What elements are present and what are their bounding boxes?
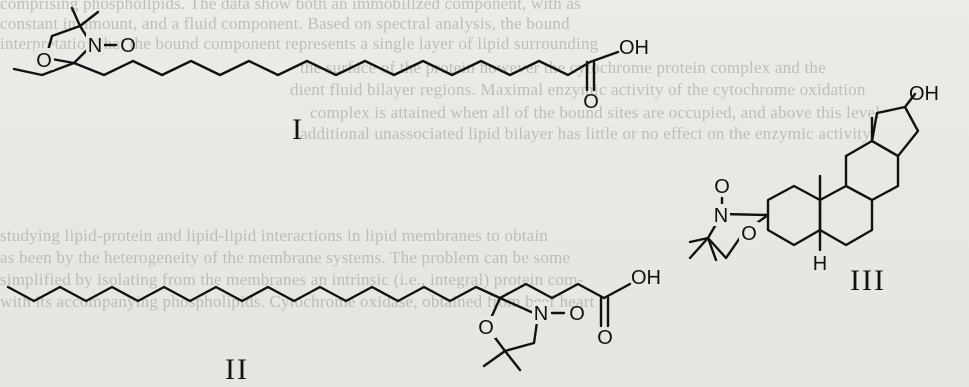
structure-i-atom-oh: OH <box>619 37 649 59</box>
ghost-line-6: complex is attained when all of the boun… <box>310 103 881 122</box>
structure-iii-atom-ring-o: O <box>741 223 757 245</box>
structure-i-gem-dimethyl <box>70 6 100 28</box>
structure-iii-ring-ch2 <box>706 236 718 262</box>
structure-iii-atom-oh: OH <box>909 83 939 105</box>
structure-iii-label: III <box>850 264 886 297</box>
structure-i: O N O O OH I <box>12 6 649 146</box>
structure-iii-atom-n-oxide-o: O <box>714 176 730 198</box>
structure-iii-gem-dimethyl <box>688 236 710 260</box>
structure-ii-right-chain <box>498 282 606 300</box>
structure-i-c-oh-bond <box>588 50 620 64</box>
ghost-line-2: constant in amount, and a fluid componen… <box>0 14 570 33</box>
structure-i-atom-n: N <box>88 35 102 57</box>
ghost-line-10: simplified by isolating from the membran… <box>0 270 584 289</box>
structure-ii-left-chain <box>6 285 502 303</box>
structure-ii-atom-n: N <box>534 303 548 325</box>
structure-ii-gem-dimethyl <box>482 349 522 372</box>
ghost-line-5: dient fluid bilayer regions. Maximal enz… <box>290 80 866 99</box>
structure-i-chain <box>72 59 592 77</box>
ghost-line-7: additional unassociated lipid bilayer ha… <box>300 124 875 143</box>
structure-iii-ring-c <box>844 139 900 202</box>
structure-ii-atom-ring-o: O <box>478 317 494 339</box>
structure-i-label: I <box>292 113 304 146</box>
ghost-line-9: as been by the heterogeneity of the memb… <box>0 248 571 267</box>
structure-iii-atom-n: N <box>714 205 728 227</box>
structure-i-atom-ring-o: O <box>36 50 52 72</box>
ghost-line-8: studying lipid-protein and lipid-lipid i… <box>0 226 549 245</box>
structure-i-ethyl <box>12 61 76 77</box>
ghost-line-1: comprising phospholipids. The data show … <box>0 0 581 13</box>
ghost-line-11: with its accompanying phospholipids. Cyt… <box>0 292 595 311</box>
structure-ii-atom-oh: OH <box>631 267 661 289</box>
structure-iii-ring-a <box>766 184 822 247</box>
structure-i-atom-n-oxide-o: O <box>120 35 136 57</box>
structure-ii-atom-carbonyl-o: O <box>597 327 613 349</box>
structure-iii-c-oh-bond <box>903 92 917 109</box>
structure-iii-ring-d <box>870 105 920 158</box>
structure-ii: O N O O OH II <box>6 267 661 386</box>
structure-ii-label: II <box>225 353 249 386</box>
ghost-line-4: the surface of the protein however the c… <box>300 58 826 77</box>
structure-ii-c-oh-bond <box>602 282 632 300</box>
structure-iii-atom-h: H <box>813 253 827 275</box>
structure-ii-atom-n-oxide-o: O <box>569 303 585 325</box>
structure-iii: OH O N O H III <box>688 83 939 297</box>
structure-i-atom-carbonyl-o: O <box>583 91 599 113</box>
ghost-line-3: interpretation that the bound component … <box>0 34 599 53</box>
